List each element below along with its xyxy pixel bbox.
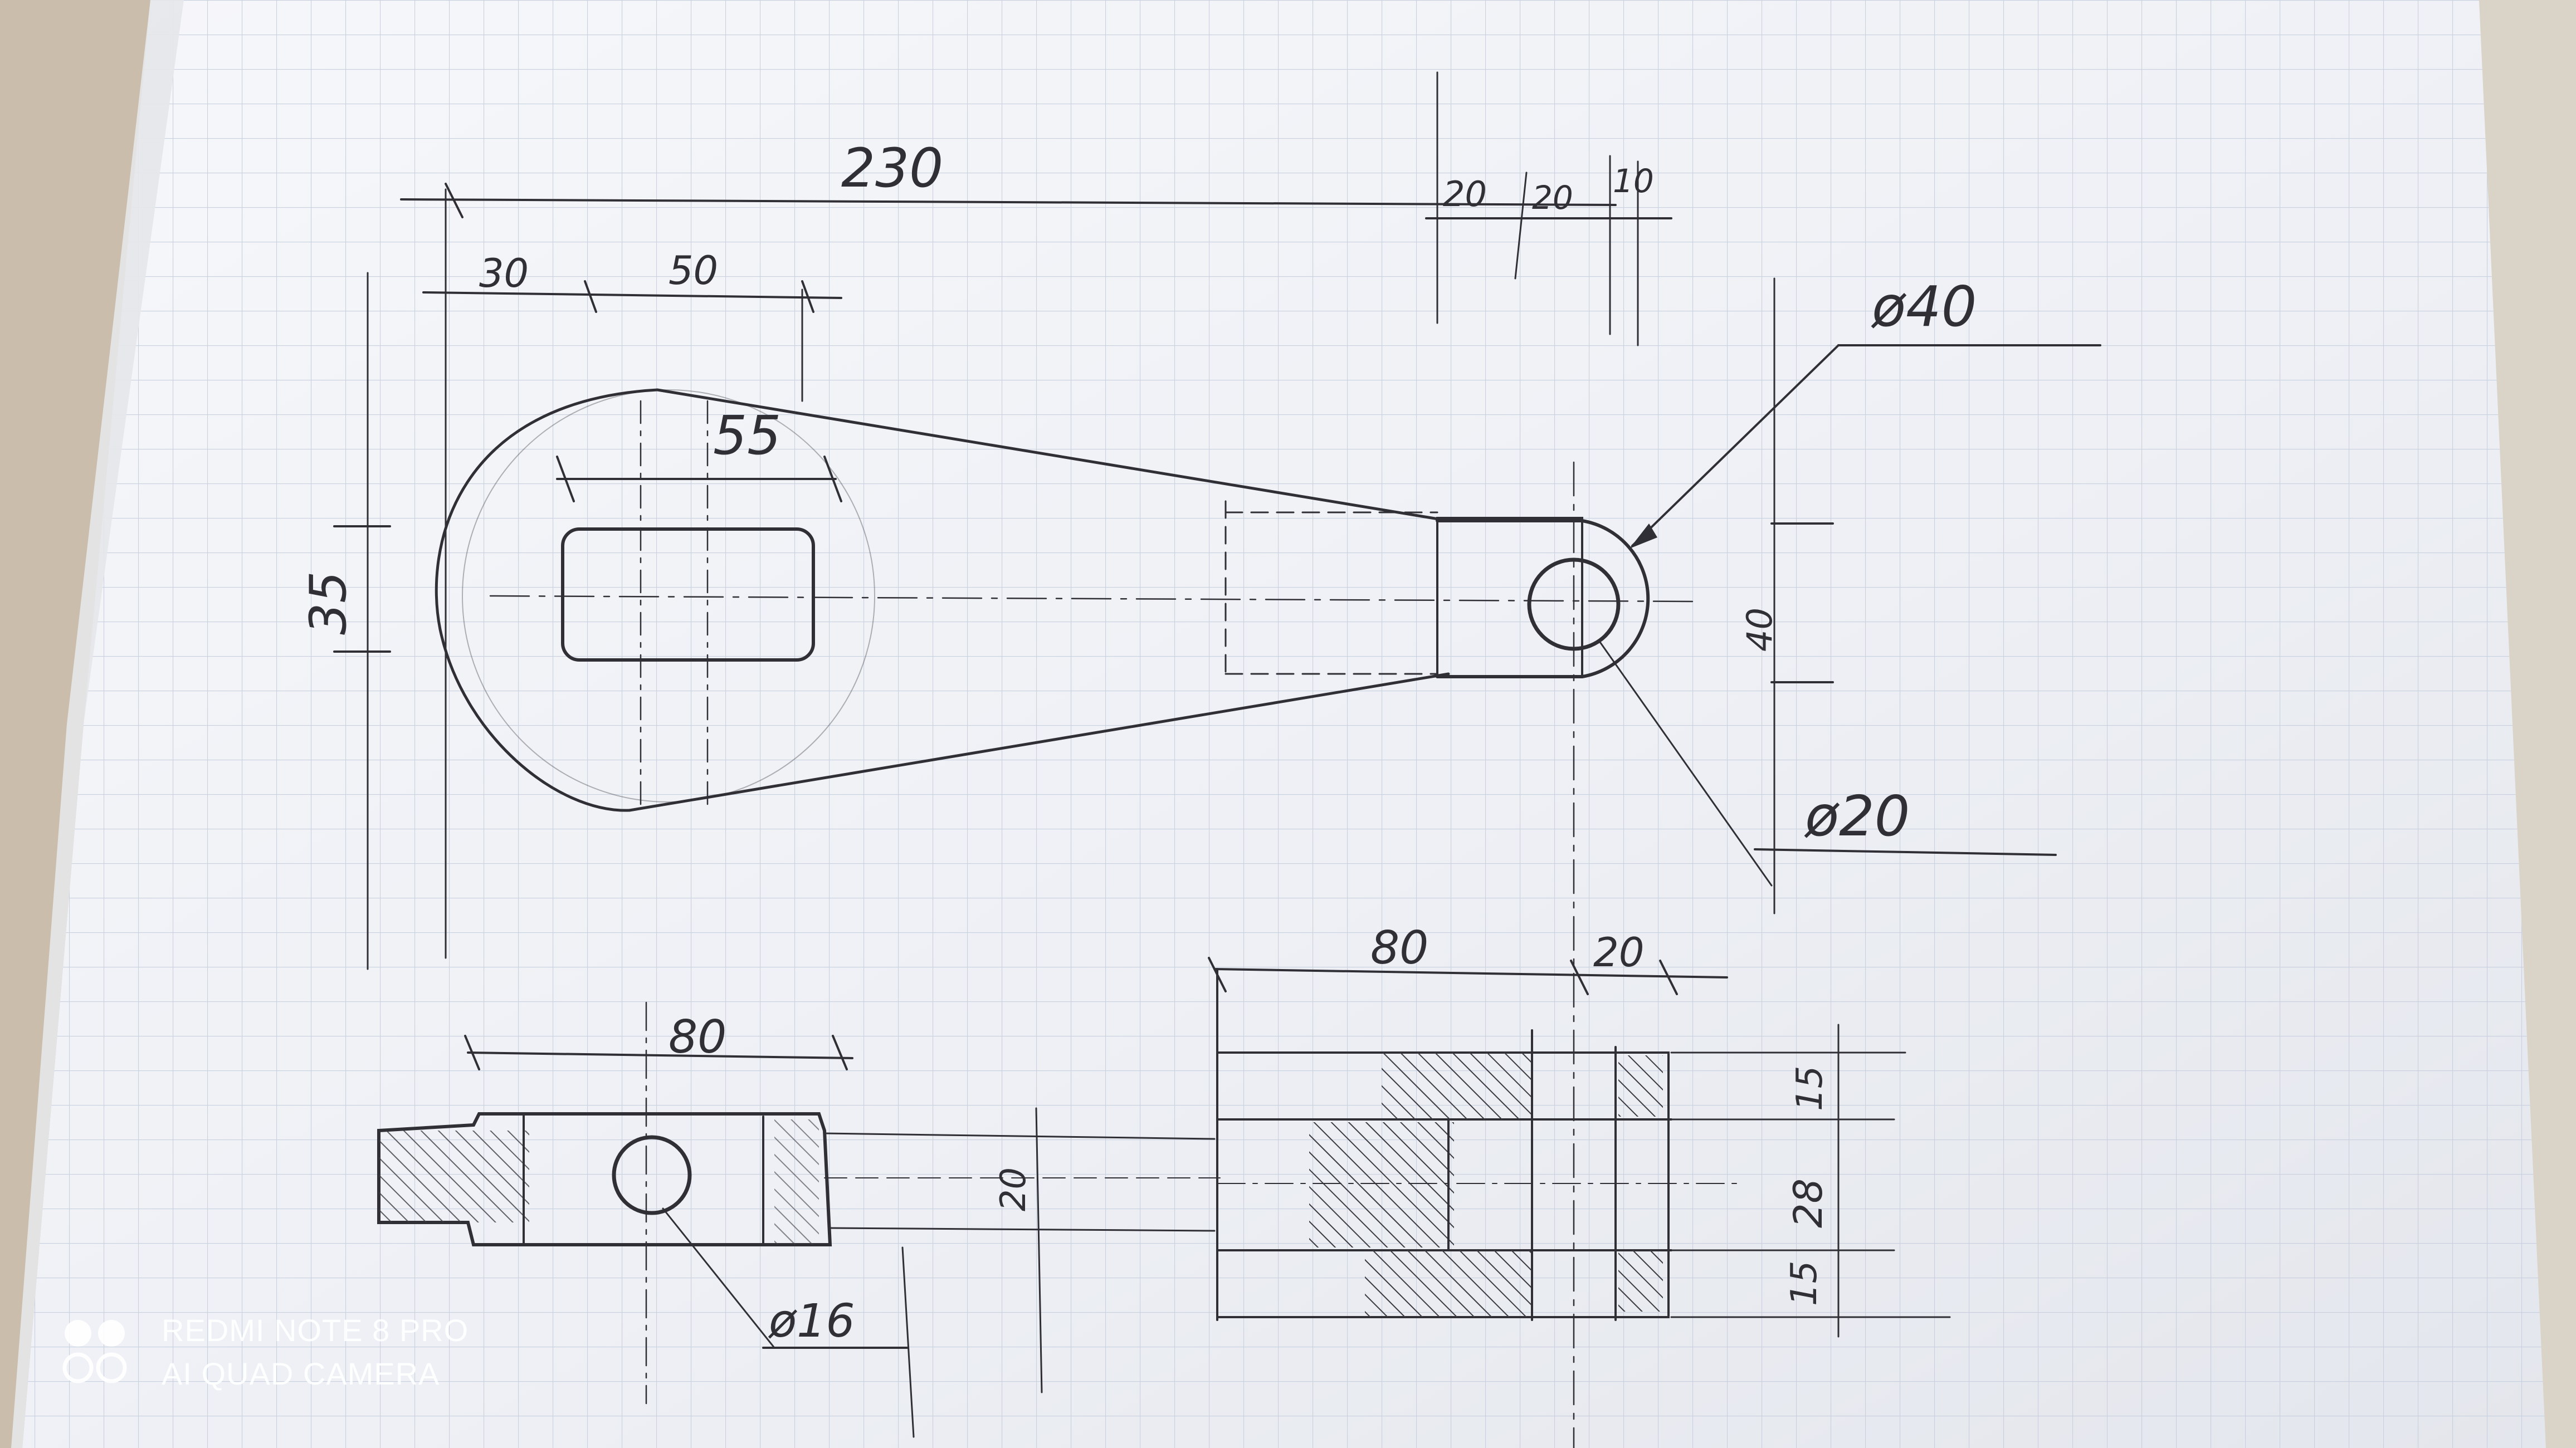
- camera-watermark: REDMI NOTE 8 PRO AI QUAD CAMERA: [61, 1309, 563, 1409]
- dim-slot-width: 35: [299, 571, 358, 635]
- technical-drawing: [333, 71, 2101, 1448]
- dim-bottom-mid-height: 20: [993, 1167, 1033, 1211]
- dim-boss-inner-diameter: ø20: [1804, 784, 1910, 849]
- dim-section-middle: 28: [1785, 1178, 1831, 1228]
- paper-sheet: [11, 0, 2546, 1448]
- dim-section-bottom-thickness: 15: [1784, 1261, 1825, 1306]
- camera-lens-logo-icon: [62, 1320, 127, 1383]
- dim-left-offset: 30: [479, 251, 529, 296]
- dim-boss-height: 40: [1739, 608, 1780, 652]
- dim-overall-length: 230: [841, 137, 943, 199]
- dim-slot-span: 50: [669, 248, 718, 293]
- dim-bottom-left-hole: ø16: [768, 1295, 855, 1348]
- dim-eye-offset-a: 20: [1443, 174, 1487, 214]
- watermark-camera-name: AI QUAD CAMERA: [162, 1356, 440, 1391]
- dim-bottom-left-width: 80: [669, 1011, 726, 1064]
- dim-boss-outer-diameter: ø40: [1871, 274, 1977, 339]
- watermark-device-name: REDMI NOTE 8 PRO: [162, 1313, 469, 1348]
- dim-section-top-thickness: 15: [1789, 1066, 1831, 1111]
- dim-section-width: 80: [1370, 922, 1428, 975]
- dim-eye-offset-b: 20: [1532, 179, 1573, 217]
- dim-eye-offset-c: 10: [1613, 162, 1654, 200]
- dim-section-right: 20: [1593, 929, 1645, 976]
- dim-slot-length: 55: [713, 404, 781, 467]
